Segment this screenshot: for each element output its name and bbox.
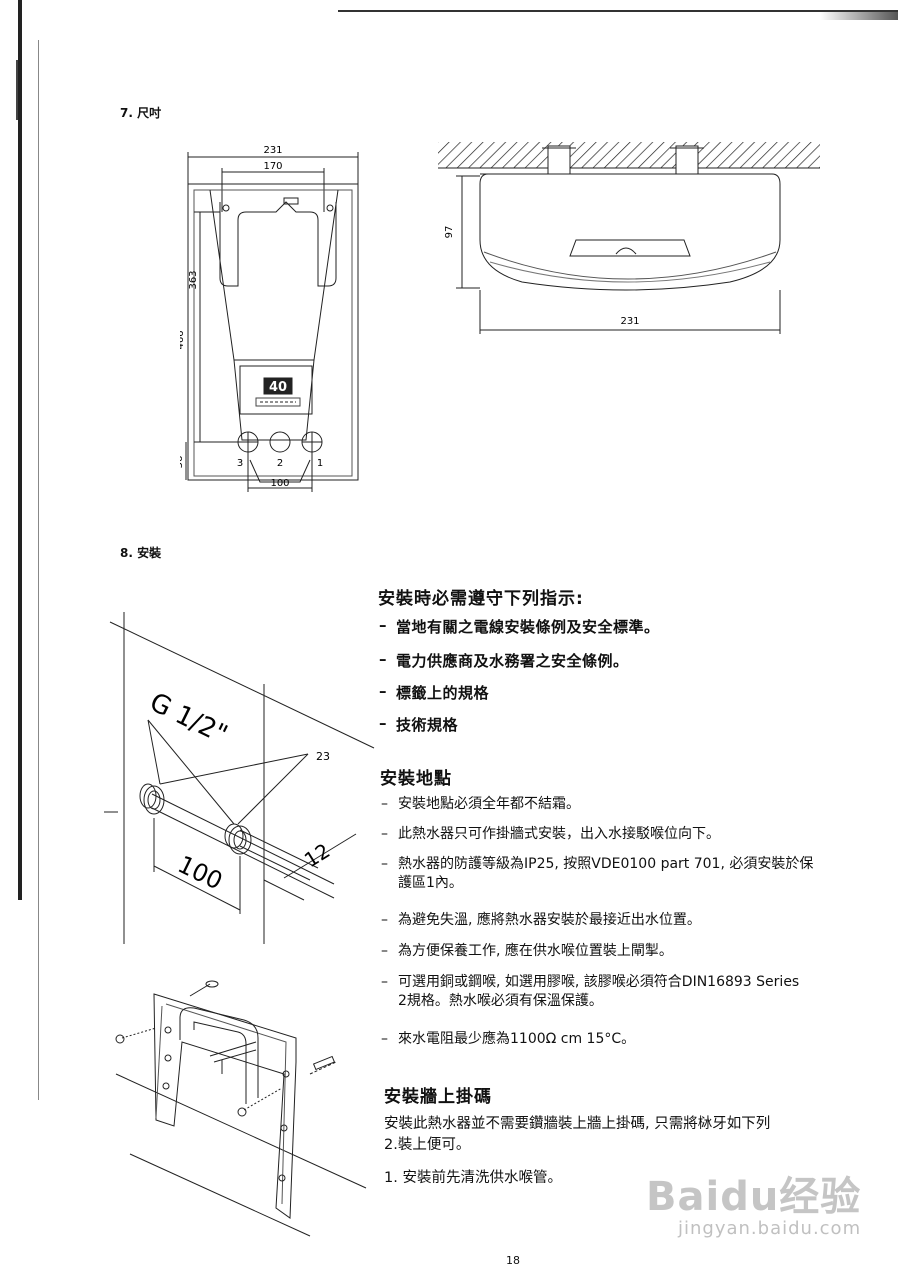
watermark-url: jingyan.baidu.com [678,1218,862,1239]
instruction-item: –電力供應商及水務署之安全條例。 [379,650,629,670]
binding-edge [18,0,22,900]
instruction-item: –技術規格 [379,714,459,734]
top-rule [338,10,898,12]
location-item: –此熱水器只可作掛牆式安裝，出入水接駁喉位向下。 [381,826,720,842]
location-item: –熱水器的防護等級為IP25, 按照VDE0100 part 701, 必須安裝… [381,856,814,891]
page-number: 18 [506,1254,520,1267]
pipe-install-diagram: G 1/2" 23 100 12 [104,612,375,944]
wall-mount-heading: 安裝牆上掛碼 [384,1087,492,1107]
dim-466-label: 466 [180,330,186,349]
port-2-label: 2 [277,458,283,469]
section-8-title: 8. 安裝 [120,546,162,560]
scan-smudge [820,12,898,20]
dim-231-label: 231 [263,145,282,156]
location-heading: 安裝地點 [380,769,452,789]
dim-363-label: 363 [188,270,199,289]
wall-bracket-diagram [115,980,367,1237]
location-item-text: 熱水器的防護等級為IP25, 按照VDE0100 part 701, 必須安裝於… [398,856,814,891]
watermark-brand: Baidu经验 [646,1174,862,1220]
dim-100-label: 100 [270,478,289,489]
wall-mount-paragraph-line1: 安裝此熱水器並不需要鑽牆裝上牆上掛碼, 只需將栤牙如下列 [384,1116,771,1132]
location-item: –安裝地點必須全年都不結霜。 [381,796,580,812]
location-item: –為避免失溫, 應將熱水器安裝於最接近出水位置。 [381,912,701,928]
section-7-title: 7. 尺吋 [120,106,162,120]
margin-rule [38,40,39,1100]
location-item: –來水電阻最少應為1100Ω cm 15°C。 [381,1031,636,1047]
front-view-diagram: 231 170 466 363 56 100 40 3 2 1 [180,145,359,492]
side-view-diagram: 97 231 [438,142,820,334]
side-dim-231-label: 231 [620,316,639,327]
port-3-label: 3 [237,458,243,469]
wall-mount-paragraph-line2: 2.裝上便可。 [384,1137,471,1153]
display-readout: 40 [269,380,287,395]
dim-170-label: 170 [263,161,282,172]
instructions-heading: 安裝時必需遵守下列指示: [378,589,584,609]
binding-edge-mark [16,60,18,120]
location-item: –為方便保養工作, 應在供水喉位置裝上閘掣。 [381,943,673,959]
instruction-item: –當地有關之電線安裝條例及安全標準。 [379,616,660,636]
instruction-item: –標籤上的規格 [379,682,490,702]
thread-spec-label: G 1/2" [145,687,232,750]
depth-12-label: 12 [300,838,334,872]
dim-97-label: 97 [444,226,455,239]
callout-23: 23 [316,750,330,763]
wall-mount-step-1: 1. 安裝前先清洗供水喉管。 [384,1170,562,1186]
dim-56-label: 56 [180,456,185,469]
spacing-100-label: 100 [173,850,226,895]
port-1-label: 1 [317,458,323,469]
